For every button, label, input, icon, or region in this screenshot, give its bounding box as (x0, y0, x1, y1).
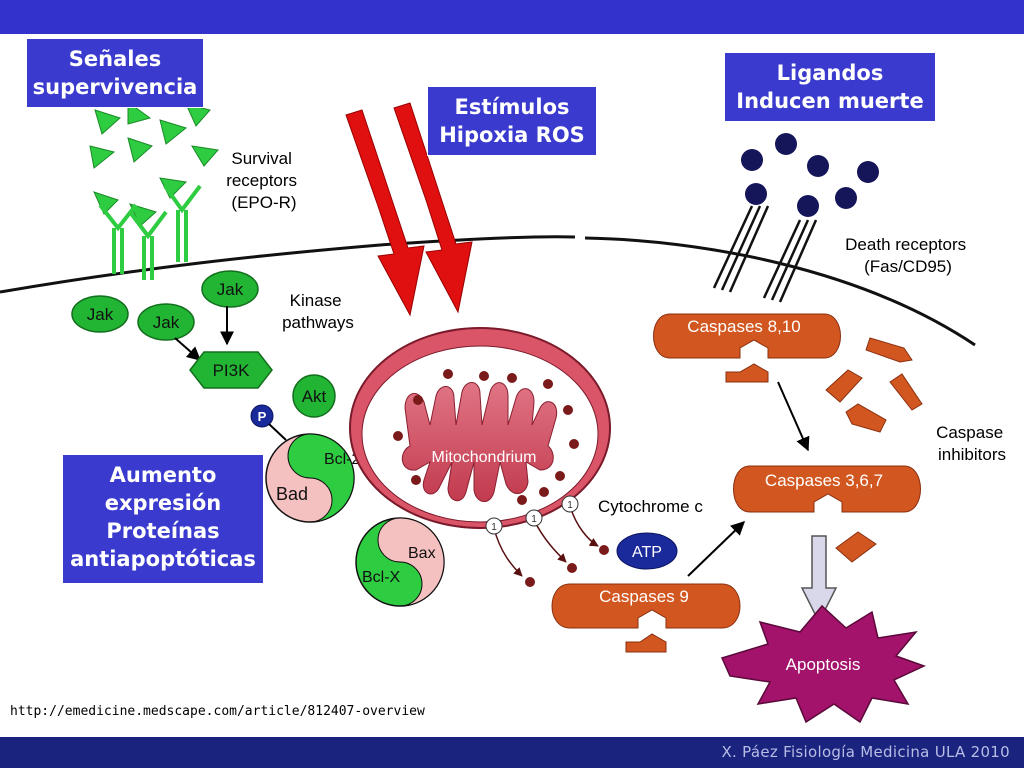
atp-molecule: ATP (616, 532, 678, 570)
svg-text:Mitochondrium: Mitochondrium (432, 449, 537, 466)
death-receptors-label: Death receptors (Fas/CD95) (845, 235, 971, 276)
svg-text:Jak: Jak (153, 313, 180, 332)
survival-receptors (98, 184, 202, 280)
svg-text:Caspases 8,10: Caspases 8,10 (687, 317, 800, 336)
akt-protein: Akt (292, 374, 336, 418)
death-ligands (741, 133, 879, 217)
jak-to-pi3k-arrow-1 (174, 337, 202, 361)
svg-text:ATP: ATP (632, 544, 662, 561)
caspase-inhibitors-pieces (825, 337, 923, 563)
svg-text:Bad: Bad (276, 484, 308, 504)
caspases-8-10: Caspases 8,10 (653, 313, 841, 383)
svg-text:Bax: Bax (408, 545, 436, 562)
phosphate-p: P (250, 404, 274, 428)
senales-label: Señales supervivencia (26, 38, 204, 108)
bclx-bax-complex: Bax Bcl-X (355, 517, 445, 607)
svg-text:Caspases 9: Caspases 9 (599, 587, 689, 606)
bcl2-bad-complex: Bcl-2 Bad (265, 433, 361, 523)
survival-receptors-label: Survival receptors (EPO-R) (226, 149, 302, 212)
jak-protein-3: Jak (201, 270, 259, 308)
survival-ligands (89, 101, 219, 227)
svg-text:Caspases 3,6,7: Caspases 3,6,7 (765, 471, 883, 490)
kinase-pathways-label: Kinase pathways (282, 291, 354, 332)
svg-text:P: P (258, 409, 267, 424)
casp9-to-casp3-arrow (687, 521, 746, 577)
cytochrome-label: Cytochrome c (598, 497, 703, 516)
casp8-to-casp3-arrow (777, 381, 810, 452)
svg-text:1: 1 (567, 500, 573, 511)
caspases-9: Caspases 9 (551, 583, 741, 653)
cytochrome-markers (485, 495, 579, 535)
caspase-inhibitors-label: Caspase inhibitors (936, 423, 1008, 464)
mitochondrion: Mitochondrium (349, 327, 611, 529)
svg-text:1: 1 (491, 522, 497, 533)
cytochrome-particles (525, 545, 609, 587)
svg-text:Jak: Jak (87, 305, 114, 324)
svg-text:PI3K: PI3K (213, 361, 251, 380)
svg-text:Bcl-X: Bcl-X (362, 569, 401, 586)
jak-protein-1: Jak (71, 295, 129, 333)
svg-text:Akt: Akt (302, 387, 327, 406)
svg-text:Bcl-2: Bcl-2 (324, 451, 361, 468)
aumento-label: Aumento expresión Proteínas antiapoptóti… (62, 454, 264, 584)
ligandos-label: Ligandos Inducen muerte (724, 52, 936, 122)
estimulos-label: Estímulos Hipoxia ROS (427, 86, 597, 156)
cell-membrane (0, 235, 576, 294)
stimulus-arrows (345, 102, 473, 317)
svg-text:1: 1 (531, 514, 537, 525)
death-receptors (712, 205, 818, 303)
top-bar (0, 0, 1024, 34)
svg-text:Apoptosis: Apoptosis (786, 655, 861, 674)
to-apoptosis-arrow (800, 535, 838, 624)
apoptosis-burst: Apoptosis (720, 604, 926, 724)
caspases-3-6-7: Caspases 3,6,7 (733, 465, 921, 513)
jak-protein-2: Jak (137, 303, 195, 341)
footer-credit: X. Páez Fisiología Medicina ULA 2010 (721, 743, 1010, 761)
source-url[interactable]: http://emedicine.medscape.com/article/81… (10, 704, 425, 719)
bottom-bar (0, 737, 1024, 768)
svg-text:Jak: Jak (217, 280, 244, 299)
pi3k-protein: PI3K (189, 351, 273, 389)
